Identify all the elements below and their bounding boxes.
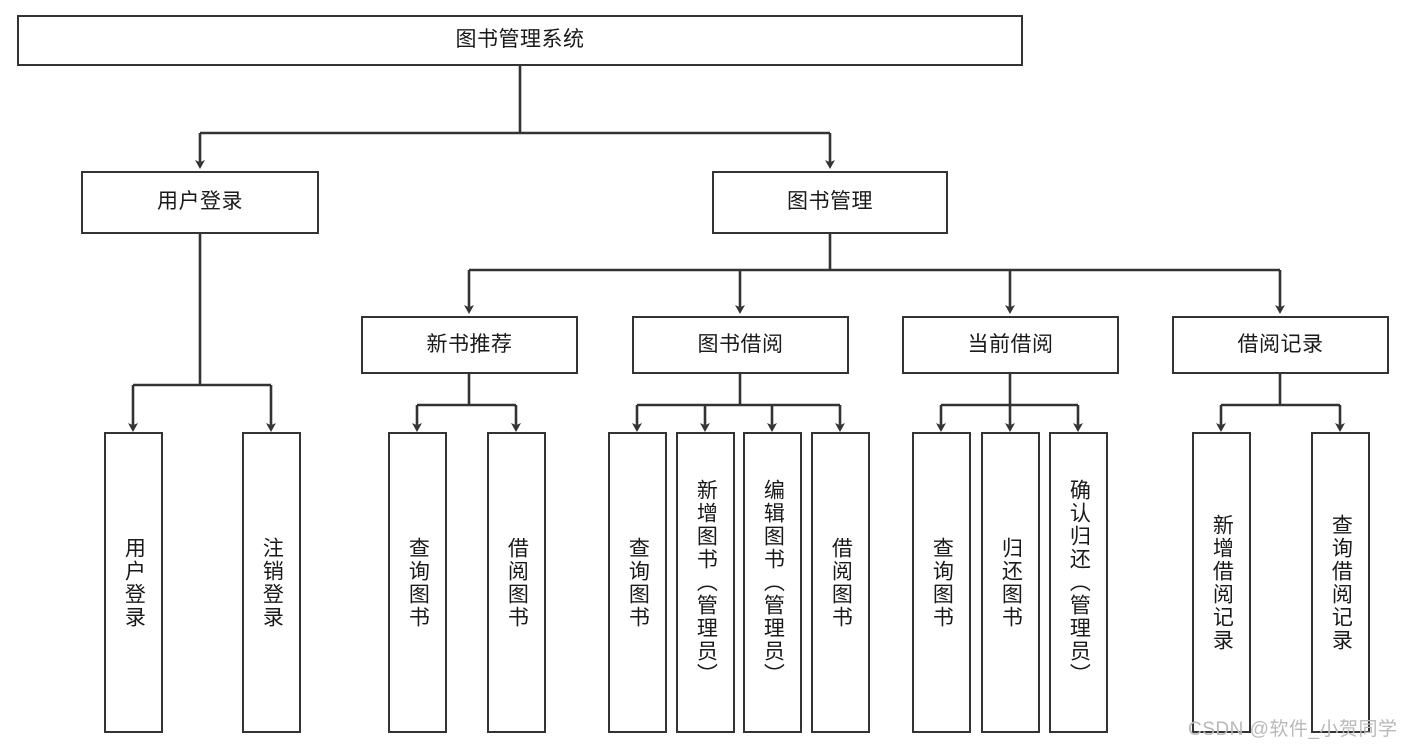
leaf-borrow-query-book[interactable]: 查询图书 — [608, 432, 667, 733]
leaf-user-logout[interactable]: 注销登录 — [242, 432, 301, 733]
leaf-borrow-edit-book-admin[interactable]: 编辑图书（管理员） — [743, 432, 802, 733]
leaf-record-add-borrow-record[interactable]: 新增借阅记录 — [1192, 432, 1251, 733]
node-root-system[interactable]: 图书管理系统 — [17, 15, 1023, 66]
node-label: 新增借阅记录 — [1210, 513, 1234, 652]
node-label: 图书借阅 — [697, 332, 784, 356]
node-borrow-record[interactable]: 借阅记录 — [1172, 316, 1389, 374]
node-label: 查询借阅记录 — [1329, 513, 1353, 652]
leaf-current-return-book[interactable]: 归还图书 — [981, 432, 1040, 733]
node-label: 借阅图书 — [505, 536, 529, 629]
leaf-current-query-book[interactable]: 查询图书 — [912, 432, 971, 733]
leaf-recommend-query-book[interactable]: 查询图书 — [388, 432, 447, 733]
leaf-user-login[interactable]: 用户登录 — [104, 432, 163, 733]
node-label: 归还图书 — [999, 536, 1023, 629]
node-label: 查询图书 — [626, 536, 650, 629]
node-new-book-recommend[interactable]: 新书推荐 — [361, 316, 578, 374]
node-label: 用户登录 — [122, 536, 146, 629]
leaf-current-confirm-return-admin[interactable]: 确认归还（管理员） — [1049, 432, 1108, 733]
node-label: 图书管理 — [787, 190, 873, 214]
node-book-management[interactable]: 图书管理 — [712, 171, 948, 234]
node-label: 图书管理系统 — [455, 28, 585, 52]
leaf-recommend-borrow-book[interactable]: 借阅图书 — [487, 432, 546, 733]
node-label: 查询图书 — [930, 536, 954, 629]
csdn-watermark: CSDN @软件_小贺同学 — [1188, 719, 1398, 740]
leaf-borrow-borrow-book[interactable]: 借阅图书 — [811, 432, 870, 733]
node-current-borrow[interactable]: 当前借阅 — [902, 316, 1119, 374]
node-label: 新书推荐 — [426, 332, 513, 356]
node-label: 当前借阅 — [967, 332, 1054, 356]
node-user-login[interactable]: 用户登录 — [81, 171, 319, 234]
node-label: 查询图书 — [406, 536, 430, 629]
node-label: 新增图书（管理员） — [694, 479, 718, 686]
node-label: 借阅记录 — [1237, 332, 1324, 356]
node-label: 注销登录 — [260, 536, 284, 629]
leaf-borrow-add-book-admin[interactable]: 新增图书（管理员） — [676, 432, 735, 733]
node-label: 编辑图书（管理员） — [761, 479, 785, 686]
node-label: 确认归还（管理员） — [1067, 479, 1091, 686]
node-label: 用户登录 — [157, 190, 243, 214]
node-label: 借阅图书 — [829, 536, 853, 629]
leaf-record-query-borrow-record[interactable]: 查询借阅记录 — [1311, 432, 1370, 733]
node-book-borrow[interactable]: 图书借阅 — [632, 316, 849, 374]
